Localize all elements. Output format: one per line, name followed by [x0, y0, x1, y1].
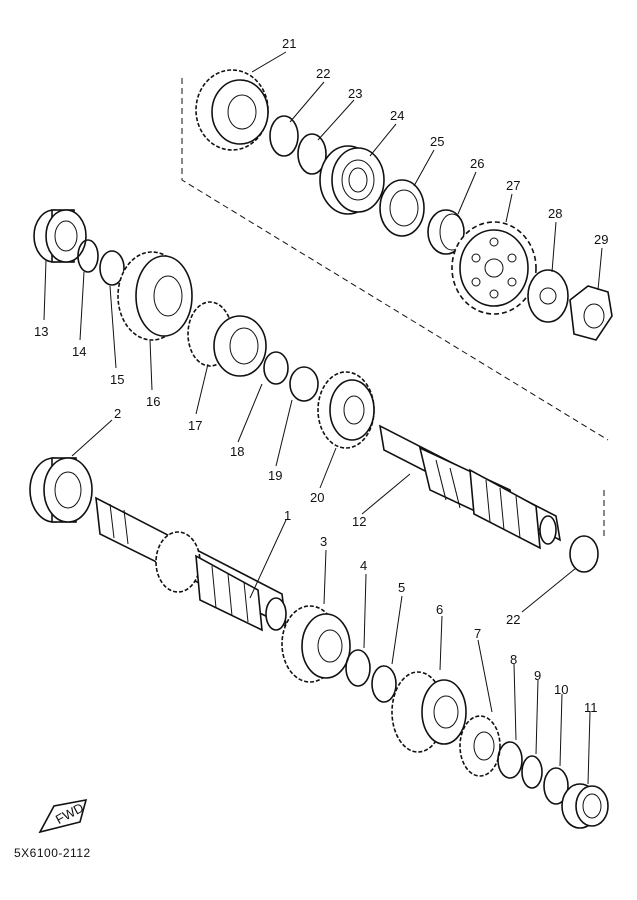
lock-washer-28 [527, 269, 569, 323]
circlip-22-top [269, 115, 299, 157]
callout-6: 6 [436, 602, 443, 617]
callout-25: 25 [430, 134, 444, 149]
circlip-14 [77, 239, 99, 273]
main-axle-1 [95, 496, 287, 632]
bearing-11 [561, 783, 609, 829]
callout-11: 11 [584, 700, 598, 715]
circlip-18 [263, 351, 289, 385]
callout-18: 18 [230, 444, 244, 459]
callout-5: 5 [398, 580, 405, 595]
callout-20: 20 [310, 490, 324, 505]
callout-16: 16 [146, 394, 160, 409]
callout-2: 2 [114, 406, 121, 421]
washer-8 [497, 741, 523, 779]
callout-9: 9 [534, 668, 541, 683]
gear-21 [195, 69, 269, 151]
fwd-arrow-icon: FWD [38, 798, 88, 834]
bearing-13 [33, 209, 87, 263]
gear-20 [317, 371, 375, 449]
callout-14: 14 [72, 344, 86, 359]
gear-6 [391, 671, 467, 753]
circlip-22-bottom [569, 535, 599, 573]
callout-15: 15 [110, 372, 124, 387]
callout-4: 4 [360, 558, 367, 573]
gear-3 [281, 605, 351, 683]
callout-28: 28 [548, 206, 562, 221]
drawing-code: 5X6100-2112 [14, 846, 91, 860]
callout-22-bottom: 22 [506, 612, 520, 627]
gear-16 [117, 251, 193, 341]
callout-27: 27 [506, 178, 520, 193]
sprocket-27 [451, 221, 537, 315]
circlip-9 [521, 755, 543, 789]
callout-8: 8 [510, 652, 517, 667]
leader-lines [43, 51, 603, 785]
callout-19: 19 [268, 468, 282, 483]
washer-15 [99, 250, 125, 286]
bearing-2 [29, 457, 93, 523]
gear-7 [459, 715, 501, 777]
drive-axle-12 [378, 424, 562, 550]
callout-12: 12 [352, 514, 366, 529]
callout-29: 29 [594, 232, 608, 247]
washer-5 [371, 665, 397, 703]
callout-7: 7 [474, 626, 481, 641]
callout-22-top: 22 [316, 66, 330, 81]
callout-26: 26 [470, 156, 484, 171]
circlip-4 [345, 649, 371, 687]
washer-23 [297, 133, 327, 175]
callout-1: 1 [284, 508, 291, 523]
callout-21: 21 [282, 36, 296, 51]
callout-13: 13 [34, 324, 48, 339]
oil-seal-25 [379, 179, 425, 237]
callout-10: 10 [554, 682, 568, 697]
gear-17 [187, 301, 267, 377]
collar-26 [427, 209, 465, 255]
assembly-dash-lines [181, 78, 609, 540]
callout-24: 24 [390, 108, 404, 123]
callout-numbers: 21 22 23 24 25 26 27 28 29 13 14 15 16 1… [34, 36, 608, 715]
washer-19 [289, 366, 319, 402]
nut-29 [569, 285, 613, 341]
callout-17: 17 [188, 418, 202, 433]
callout-3: 3 [320, 534, 327, 549]
washer-10 [543, 767, 569, 805]
callout-23: 23 [348, 86, 362, 101]
bearing-24 [319, 145, 385, 215]
